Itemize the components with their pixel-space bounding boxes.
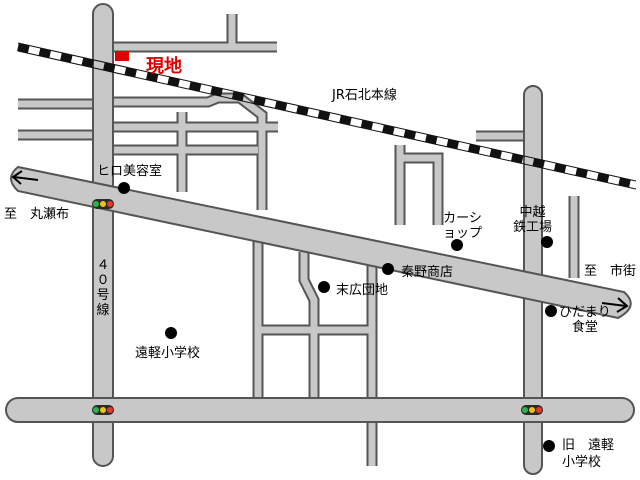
place-marker-old-school	[543, 440, 555, 452]
place-label-hidamari: ひだまり 食堂	[559, 305, 611, 335]
place-label-old-school-1: 旧 遠軽	[562, 438, 615, 453]
place-marker-engaru-school	[165, 327, 177, 339]
direction-town-label: 至 市街	[584, 264, 637, 279]
place-marker-hidamari	[545, 305, 557, 317]
major-roads	[5, 3, 635, 475]
traffic-signal-icon	[92, 199, 114, 209]
place-marker-suehiro	[318, 281, 330, 293]
place-marker-nakakoshi	[541, 236, 553, 248]
place-label-hatano: 秦野商店	[401, 265, 454, 280]
south-horizontal-road	[5, 397, 635, 423]
site-marker-icon	[115, 51, 129, 61]
place-label-car-shop: カーシ ョップ	[443, 211, 483, 241]
traffic-signal-icon	[521, 405, 543, 415]
place-label-hiro: ヒロ美容室	[97, 164, 163, 179]
street-east-loop	[400, 152, 444, 225]
place-marker-hatano	[382, 263, 394, 275]
place-label-nakakoshi: 中越 鉄工場	[513, 205, 553, 235]
route-40-label: ４０号線	[96, 258, 110, 318]
place-label-old-school-2: 小学校	[562, 455, 602, 470]
direction-maruseppu-label: 至 丸瀬布	[4, 207, 70, 222]
arrow-east-icon	[601, 297, 629, 313]
main-diagonal-road	[10, 165, 632, 320]
traffic-signal-icon	[92, 405, 114, 415]
site-label: 現地	[146, 56, 182, 77]
place-label-suehiro: 末広団地	[336, 283, 389, 298]
minor-streets	[18, 14, 580, 466]
railway-line	[17, 42, 637, 190]
route-40-road	[92, 3, 114, 467]
place-marker-car-shop	[451, 239, 463, 251]
railway-label: JR石北本線	[332, 88, 397, 103]
place-marker-hiro	[118, 182, 130, 194]
arrow-west-icon	[11, 170, 39, 185]
place-label-engaru-school: 遠軽小学校	[135, 346, 201, 361]
